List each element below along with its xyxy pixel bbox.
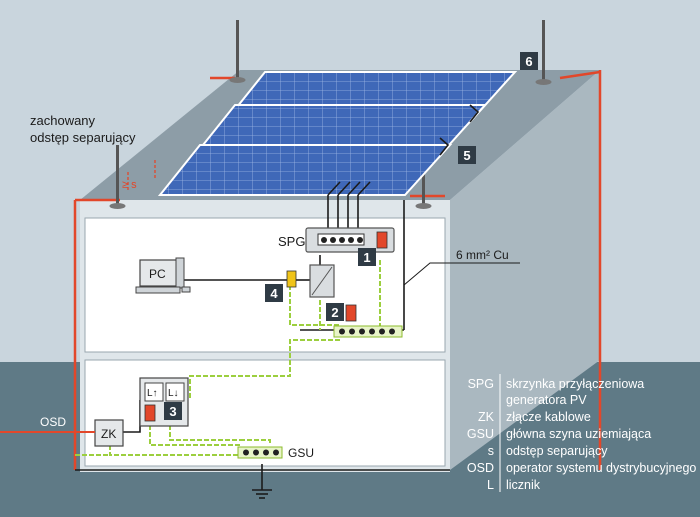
gsu-bus-bar	[237, 446, 283, 459]
legend-text-5: operator systemu dystrybucyjnego	[506, 461, 696, 475]
badge-3: 3	[169, 404, 176, 419]
legend-text-0: skrzynka przyłączeniowa	[506, 377, 644, 391]
badge-1: 1	[363, 250, 370, 265]
osd-label: OSD	[40, 415, 66, 429]
legend-text-1: generatora PV	[506, 393, 587, 407]
separation-label-line2: odstęp separujący	[30, 130, 136, 145]
number-badges	[164, 52, 538, 420]
badge-6: 6	[525, 54, 532, 69]
separation-distance-arrow	[127, 160, 156, 190]
pv-panels	[157, 71, 518, 196]
s-distance-mark: ≥ s	[122, 179, 137, 191]
meter-in-label: L↑	[147, 388, 158, 399]
spg-label: SPG	[278, 234, 305, 249]
equipotential-wires	[75, 260, 381, 456]
air-terminal-rods	[109, 20, 552, 209]
legend-text-3: główna szyna uziemiająca	[506, 427, 651, 441]
pc-computer-icon	[135, 257, 191, 294]
spg-box	[305, 227, 395, 253]
legend-abbr-5: OSD	[467, 461, 494, 475]
meter-out-label: L↓	[168, 388, 179, 399]
surge-protector-ac	[345, 304, 357, 322]
badge-2: 2	[331, 305, 338, 320]
badge-5: 5	[463, 148, 470, 163]
legend-abbr-2: ZK	[478, 410, 495, 424]
badge-4: 4	[270, 286, 278, 301]
surge-protector-dc	[286, 270, 297, 288]
legend-text-2: złącze kablowe	[506, 410, 591, 424]
gsu-label: GSU	[288, 446, 314, 460]
roof-lightning-conductor	[73, 70, 602, 470]
upper-bus-bar	[333, 325, 403, 338]
legend: SPG skrzynka przyłączeniowa generatora P…	[467, 374, 696, 492]
zk-box	[94, 419, 124, 447]
zk-label: ZK	[101, 427, 116, 441]
cable-leader-line	[403, 262, 520, 286]
legend-abbr-6: L	[487, 478, 494, 492]
separation-label-line1: zachowany	[30, 113, 96, 128]
legend-text-4: odstęp separujący	[506, 444, 608, 458]
inverter	[309, 264, 335, 298]
pc-label: PC	[149, 267, 166, 281]
legend-abbr-4: s	[488, 444, 494, 458]
legend-text-6: licznik	[506, 478, 541, 492]
legend-abbr-3: GSU	[467, 427, 494, 441]
side-wall	[450, 70, 600, 470]
legend-abbr-0: SPG	[468, 377, 494, 391]
cable-label: 6 mm² Cu	[456, 248, 509, 262]
earth-ground-icon	[252, 489, 272, 499]
